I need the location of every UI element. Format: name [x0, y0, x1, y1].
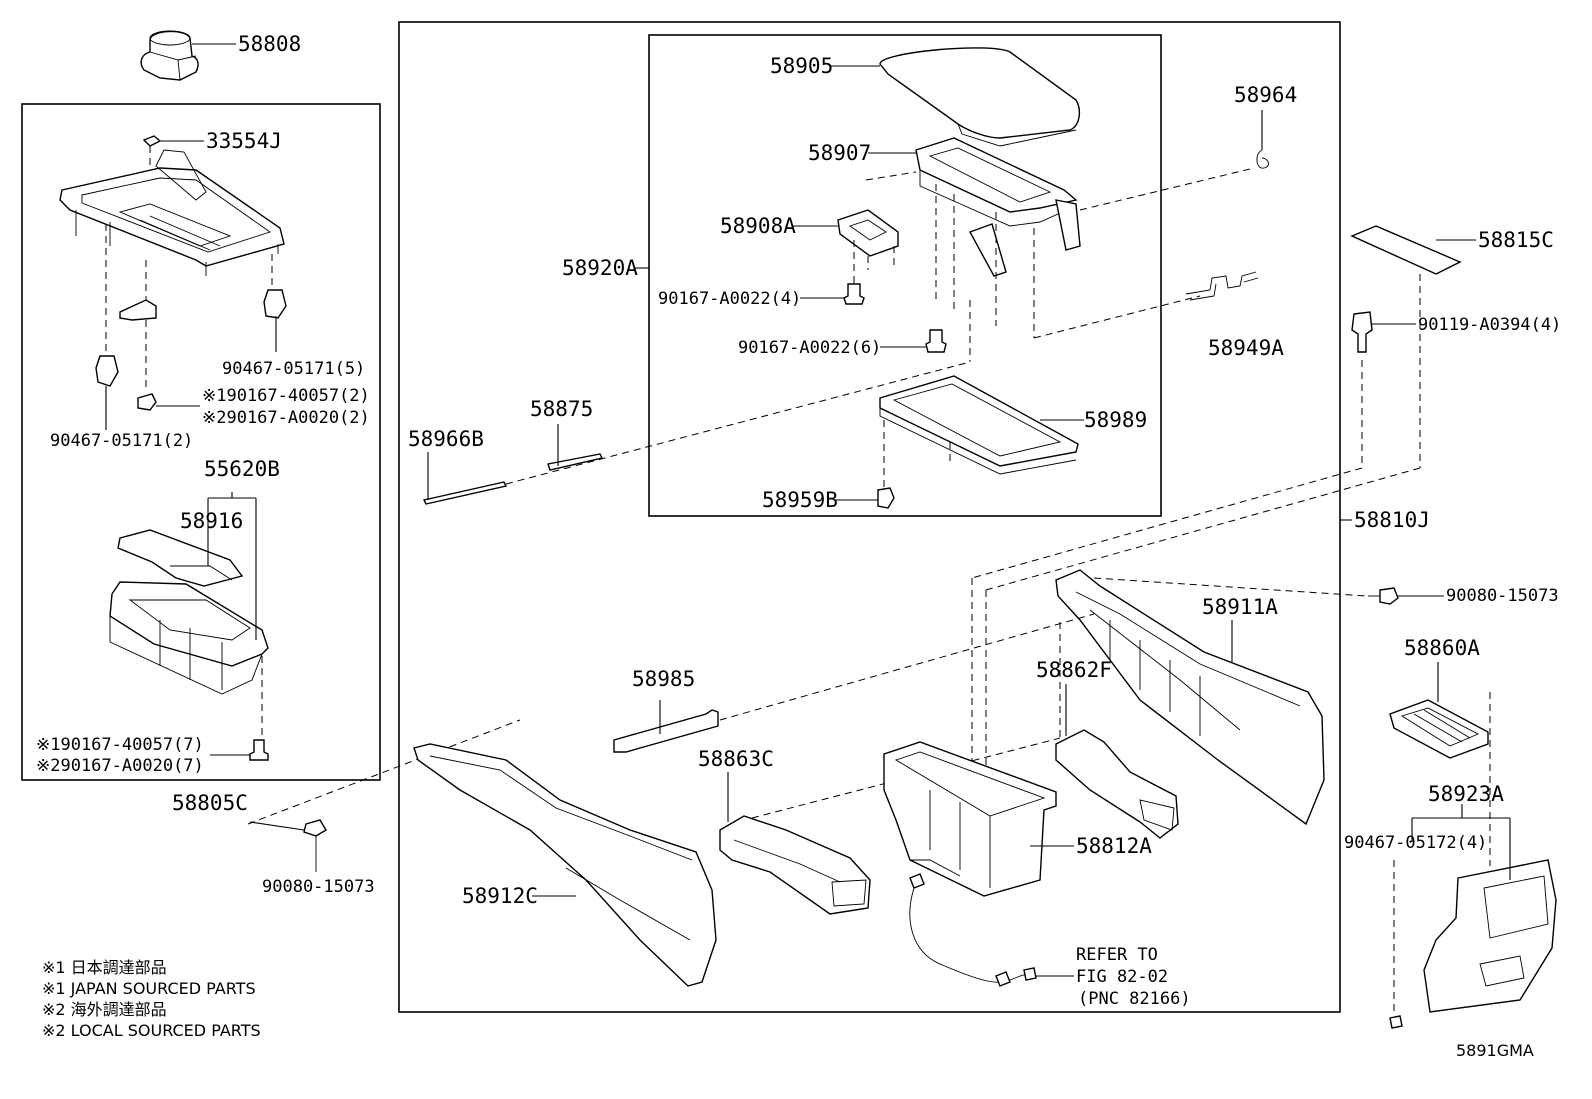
label-58949a: 58949A: [1208, 336, 1284, 360]
label-90080-15073-left: 90080-15073: [262, 877, 375, 897]
part-58908a-drawing: [837, 209, 899, 270]
refer-line-3: (PNC 82166): [1078, 989, 1191, 1009]
part-58959b-drawing: [877, 487, 895, 509]
legend-line-4: ※2 LOCAL SOURCED PARTS: [42, 1021, 261, 1040]
part-58808-drawing: [140, 30, 199, 81]
part-58860a-drawing: [1389, 699, 1489, 759]
label-58908a: 58908A: [720, 214, 796, 238]
screw-90167-a0022-4-drawing: [843, 283, 865, 305]
label-58805c: 58805C: [172, 791, 248, 815]
part-58912c-drawing: [413, 743, 717, 987]
clips-90467-05171-drawing: [95, 224, 287, 411]
label-58907: 58907: [808, 141, 871, 165]
label-58985: 58985: [632, 667, 695, 691]
armrest-subassembly-frame: [648, 34, 1162, 517]
label-58964: 58964: [1234, 83, 1297, 107]
clip-90467-05172-drawing: [1389, 1015, 1403, 1029]
part-58862f-drawing: [1055, 729, 1179, 839]
label-58959b: 58959B: [762, 488, 838, 512]
label-90467-05171-2: 90467-05171(2): [50, 431, 193, 451]
part-58923a-drawing: [1423, 859, 1557, 1013]
label-58923a: 58923A: [1428, 782, 1504, 806]
tray-55620b-drawing: [109, 529, 269, 695]
part-58875-drawing: [547, 453, 604, 471]
label-58815c: 58815C: [1478, 228, 1554, 252]
part-58812a-drawing: [883, 741, 1057, 897]
label-58966b: 58966B: [408, 427, 484, 451]
label-58905: 58905: [770, 54, 833, 78]
label-58810j: 58810J: [1354, 508, 1430, 532]
diagram-code: 5891GMA: [1456, 1041, 1534, 1060]
wire-harness-drawing: [909, 873, 1037, 987]
label-58912c: 58912C: [462, 884, 538, 908]
bolt-90080-15073-right-drawing: [1368, 587, 1399, 605]
label-90167-40057-2: ※190167-40057(2): [202, 386, 370, 406]
label-55620b: 55620B: [204, 457, 280, 481]
label-33554j: 33554J: [206, 129, 282, 153]
screw-90167-a0022-6-drawing: [925, 329, 947, 353]
part-58985-drawing: [613, 709, 719, 753]
label-58860a: 58860A: [1404, 636, 1480, 660]
screw-90167-drawing: [249, 739, 269, 761]
label-58920a: 58920A: [562, 256, 638, 280]
part-58815c-drawing: [1350, 225, 1462, 275]
label-58916: 58916: [180, 509, 243, 533]
label-58863c: 58863C: [698, 747, 774, 771]
part-58964-drawing: [1256, 149, 1269, 169]
part-58911a-drawing: [1055, 569, 1325, 826]
label-58875: 58875: [530, 397, 593, 421]
part-58863c-drawing: [719, 815, 871, 915]
shift-bezel-drawing: [59, 149, 285, 276]
label-90167-a0022-6: 90167-A0022(6): [738, 338, 881, 358]
left-subassembly-frame: [21, 103, 381, 781]
label-90467-05172-4: 90467-05172(4): [1344, 833, 1487, 853]
label-90467-05171-5: 90467-05171(5): [222, 359, 365, 379]
label-58911a: 58911A: [1202, 595, 1278, 619]
label-90167-a0020-7: ※290167-A0020(7): [36, 756, 204, 776]
part-58949a-drawing: [1185, 271, 1259, 301]
part-58966b-drawing: [422, 481, 508, 505]
label-90167-40057-7: ※190167-40057(7): [36, 735, 204, 755]
refer-line-2: FIG 82-02: [1076, 967, 1168, 987]
label-90119-a0394-4: 90119-A0394(4): [1418, 315, 1561, 335]
label-90080-15073-right: 90080-15073: [1446, 586, 1559, 606]
part-58907-drawing: [915, 137, 1081, 277]
label-58808: 58808: [238, 32, 301, 56]
label-90167-a0022-4: 90167-A0022(4): [658, 289, 801, 309]
label-58862f: 58862F: [1036, 658, 1112, 682]
legend-line-3: ※2 海外調達部品: [42, 1000, 167, 1019]
legend-line-1: ※1 日本調達部品: [42, 958, 167, 977]
label-58812a: 58812A: [1076, 834, 1152, 858]
label-58989: 58989: [1084, 408, 1147, 432]
label-90167-a0020-2: ※290167-A0020(2): [202, 408, 370, 428]
bolt-90119-a0394-drawing: [1351, 311, 1373, 353]
main-assembly-frame: [398, 21, 1341, 1013]
legend-line-2: ※1 JAPAN SOURCED PARTS: [42, 979, 256, 998]
part-58905-drawing: [879, 47, 1081, 147]
refer-line-1: REFER TO: [1076, 945, 1158, 965]
part-58989-drawing: [879, 375, 1079, 475]
bolt-90080-15073-left-drawing: [303, 819, 327, 872]
